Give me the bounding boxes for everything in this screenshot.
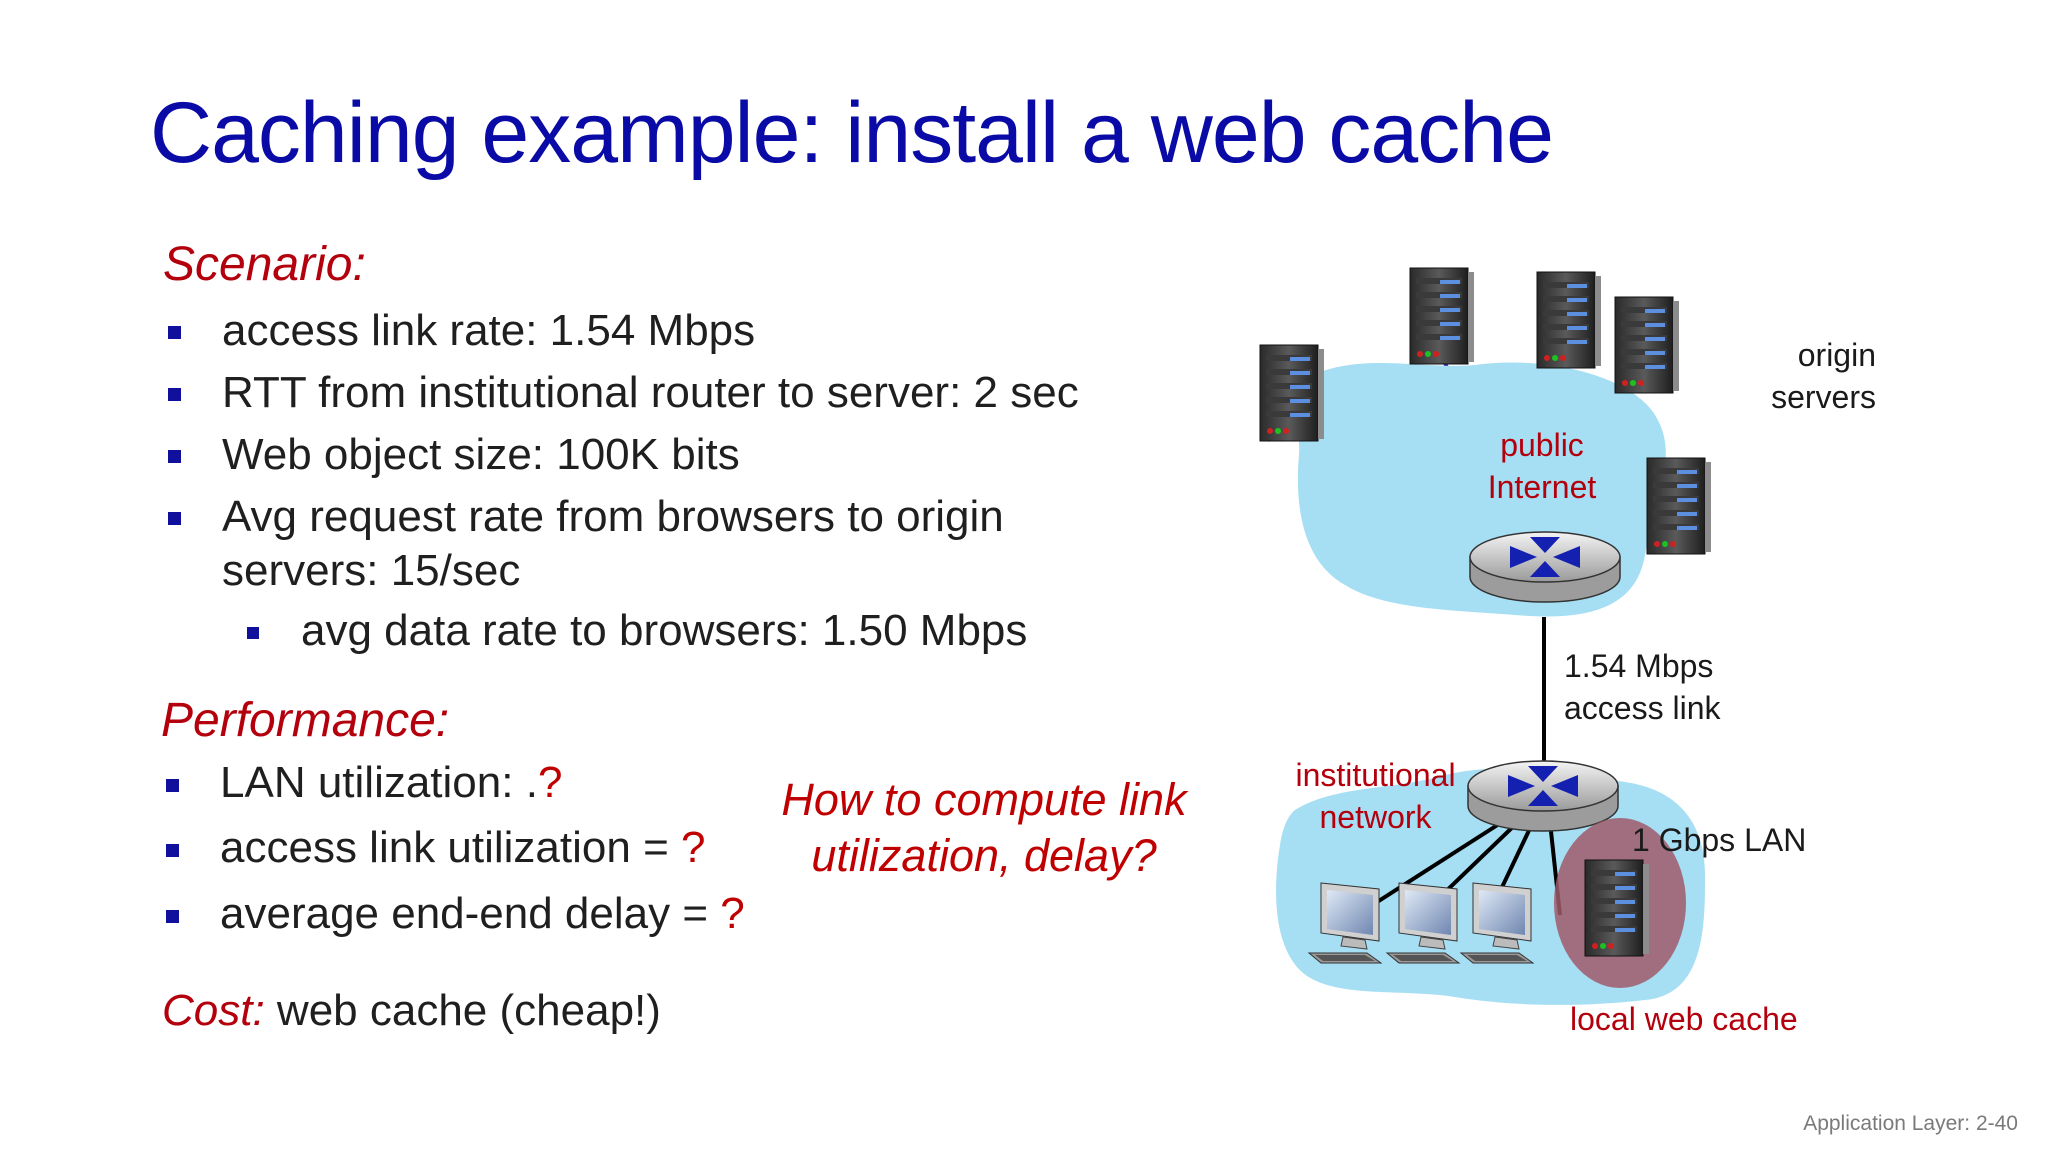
origin-server-icon bbox=[1614, 296, 1680, 394]
local-web-cache-label: local web cache bbox=[1570, 1001, 1798, 1037]
question-line-2: utilization, delay? bbox=[811, 830, 1157, 882]
access-link-label: 1.54 Mbps access link bbox=[1564, 648, 1721, 726]
performance-item-lan: LAN utilization: .? bbox=[220, 758, 563, 807]
bullet-icon bbox=[168, 326, 181, 339]
internet-router-icon bbox=[1469, 531, 1621, 603]
origin-server-icon bbox=[1409, 267, 1475, 365]
sub-bullet-icon bbox=[247, 627, 259, 639]
scenario-item-object-size: Web object size: 100K bits bbox=[222, 430, 740, 479]
performance-item-delay: average end-end delay = ? bbox=[220, 889, 745, 938]
public-internet-label: public Internet bbox=[1487, 427, 1597, 505]
bullet-icon bbox=[166, 910, 179, 923]
slide-title: Caching example: install a web cache bbox=[150, 85, 1554, 181]
performance-item-access: access link utilization = ? bbox=[220, 823, 706, 872]
bullet-icon bbox=[166, 779, 179, 792]
origin-server-icon bbox=[1536, 271, 1602, 369]
scenario-item-request-rate-cont: servers: 15/sec bbox=[222, 546, 521, 595]
institutional-router-icon bbox=[1467, 760, 1619, 832]
bullet-icon bbox=[168, 450, 181, 463]
lan-label: 1 Gbps LAN bbox=[1632, 822, 1807, 858]
question-line-1: How to compute link bbox=[781, 774, 1187, 825]
scenario-sub-item: avg data rate to browsers: 1.50 Mbps bbox=[301, 606, 1028, 655]
origin-servers-label: origin servers bbox=[1771, 337, 1876, 415]
network-diagram bbox=[1259, 267, 1712, 1005]
footer-page-number: Application Layer: 2-40 bbox=[1803, 1112, 2018, 1135]
scenario-item-rtt: RTT from institutional router to server:… bbox=[222, 368, 1079, 417]
scenario-item-request-rate: Avg request rate from browsers to origin bbox=[222, 492, 1004, 541]
local-cache-server-icon bbox=[1584, 859, 1650, 957]
institutional-network-label: institutional network bbox=[1295, 757, 1456, 835]
bullet-icon bbox=[166, 844, 179, 857]
cost-line: Cost: web cache (cheap!) bbox=[162, 986, 661, 1035]
scenario-item-rate: access link rate: 1.54 Mbps bbox=[222, 306, 756, 355]
question-text: How to compute link utilization, delay? bbox=[764, 772, 1204, 885]
origin-server-icon bbox=[1259, 344, 1325, 442]
bullet-icon bbox=[168, 388, 181, 401]
performance-heading: Performance: bbox=[161, 694, 450, 747]
bullet-icon bbox=[168, 512, 181, 525]
scenario-heading: Scenario: bbox=[163, 238, 366, 291]
origin-server-icon bbox=[1646, 457, 1712, 555]
